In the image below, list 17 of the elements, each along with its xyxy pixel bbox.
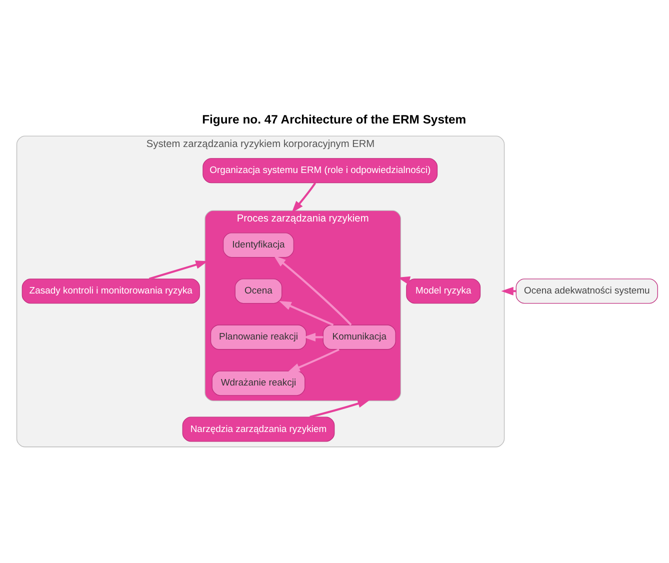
arrow bbox=[148, 260, 208, 280]
diagram-title: Figure no. 47 Architecture of the ERM System bbox=[202, 112, 466, 126]
node-box: Komunikacja bbox=[322, 324, 396, 350]
node-box: Zasady kontroli i monitorowania ryzyka bbox=[22, 278, 200, 304]
node-box: Narzędzia zarządzania ryzykiem bbox=[182, 416, 335, 442]
arrow bbox=[398, 276, 411, 284]
node-box: Wdrażanie reakcji bbox=[212, 370, 306, 396]
node-box: Ocena bbox=[234, 278, 282, 304]
arrow bbox=[279, 300, 334, 326]
node-box: Ocena adekwatności systemu bbox=[516, 278, 658, 304]
arrow bbox=[292, 182, 316, 212]
arrow bbox=[288, 348, 340, 372]
arrow bbox=[274, 255, 352, 326]
node-box: Planowanie reakcji bbox=[210, 324, 307, 350]
arrow bbox=[310, 398, 370, 418]
node-box: Organizacja systemu ERM (role i odpowiedzialności) bbox=[202, 158, 438, 183]
node-box: Identyfikacja bbox=[222, 232, 294, 258]
